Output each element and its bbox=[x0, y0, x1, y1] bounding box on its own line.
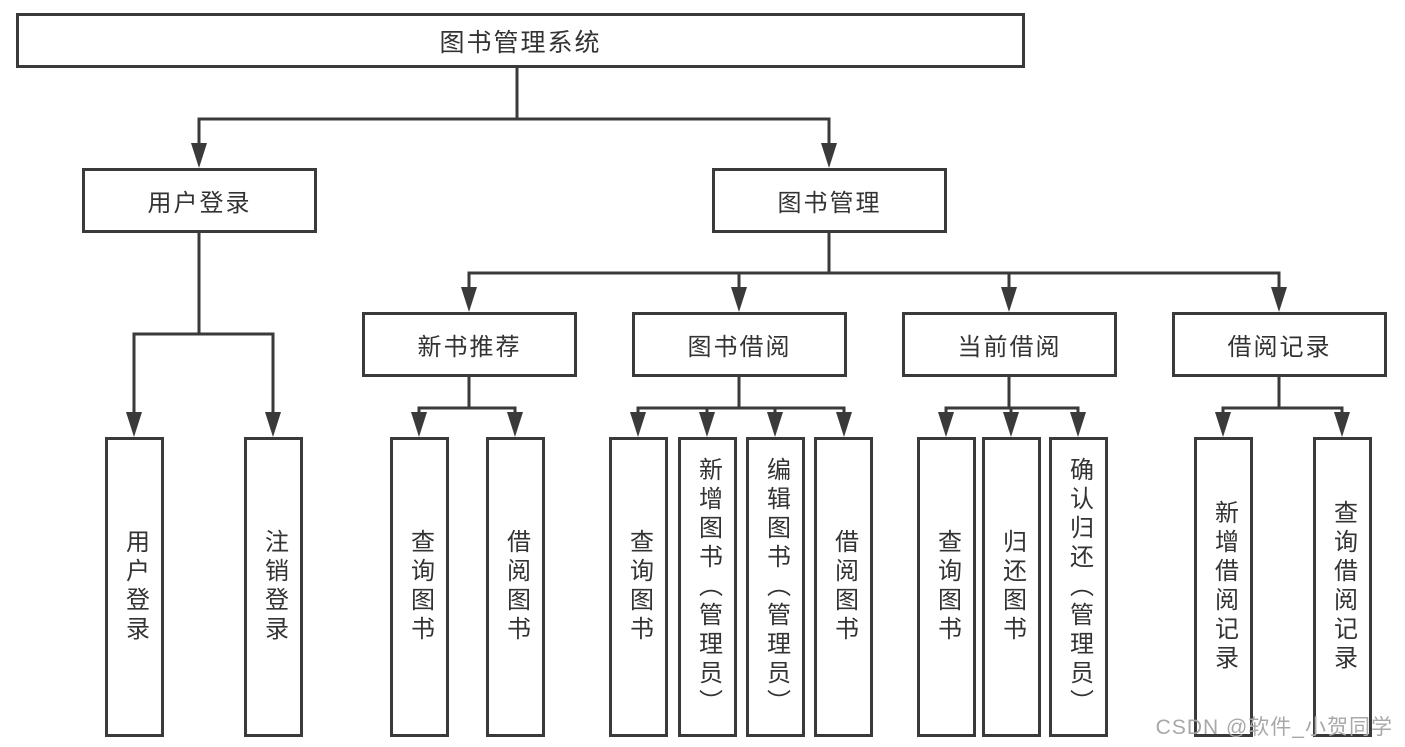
leaf-br-query-record: 查询借阅记录 bbox=[1313, 437, 1372, 737]
connector-book-mgmt-sections bbox=[461, 233, 1287, 312]
leaf-br-add-record: 新增借阅记录 bbox=[1194, 437, 1253, 737]
leaf-cb-return-books: 归还图书 bbox=[982, 437, 1041, 737]
leaf-cb-confirm-return-admin: 确认归还（管理员） bbox=[1049, 437, 1108, 737]
leaf-logout: 注销登录 bbox=[244, 437, 303, 737]
connector-user-login-children bbox=[126, 233, 281, 437]
node-book-borrowing: 图书借阅 bbox=[632, 312, 847, 377]
leaf-nbr-borrow-books: 借阅图书 bbox=[486, 437, 545, 737]
node-borrowing-records: 借阅记录 bbox=[1172, 312, 1387, 377]
node-new-book-recommendation: 新书推荐 bbox=[362, 312, 577, 377]
leaf-bb-borrow-books: 借阅图书 bbox=[814, 437, 873, 737]
leaf-bb-query-books: 查询图书 bbox=[609, 437, 668, 737]
connector-book-borrow-children bbox=[630, 377, 852, 437]
leaf-bb-edit-books-admin: 编辑图书（管理员） bbox=[746, 437, 805, 737]
leaf-nbr-query-books: 查询图书 bbox=[390, 437, 449, 737]
connector-current-borrow-children bbox=[938, 377, 1086, 437]
node-current-borrowing: 当前借阅 bbox=[902, 312, 1117, 377]
node-user-login: 用户登录 bbox=[82, 168, 317, 233]
node-library-management-system: 图书管理系统 bbox=[16, 13, 1025, 68]
connector-new-book-rec-children bbox=[411, 377, 523, 437]
csdn-watermark: CSDN @软件_小贺同学 bbox=[1155, 716, 1393, 739]
connector-root-to-level2 bbox=[191, 68, 837, 168]
leaf-cb-query-books: 查询图书 bbox=[917, 437, 976, 737]
node-book-management: 图书管理 bbox=[712, 168, 947, 233]
leaf-bb-add-books-admin: 新增图书（管理员） bbox=[678, 437, 737, 737]
leaf-user-login: 用户登录 bbox=[105, 437, 164, 737]
connector-borrow-record-children bbox=[1215, 377, 1350, 437]
